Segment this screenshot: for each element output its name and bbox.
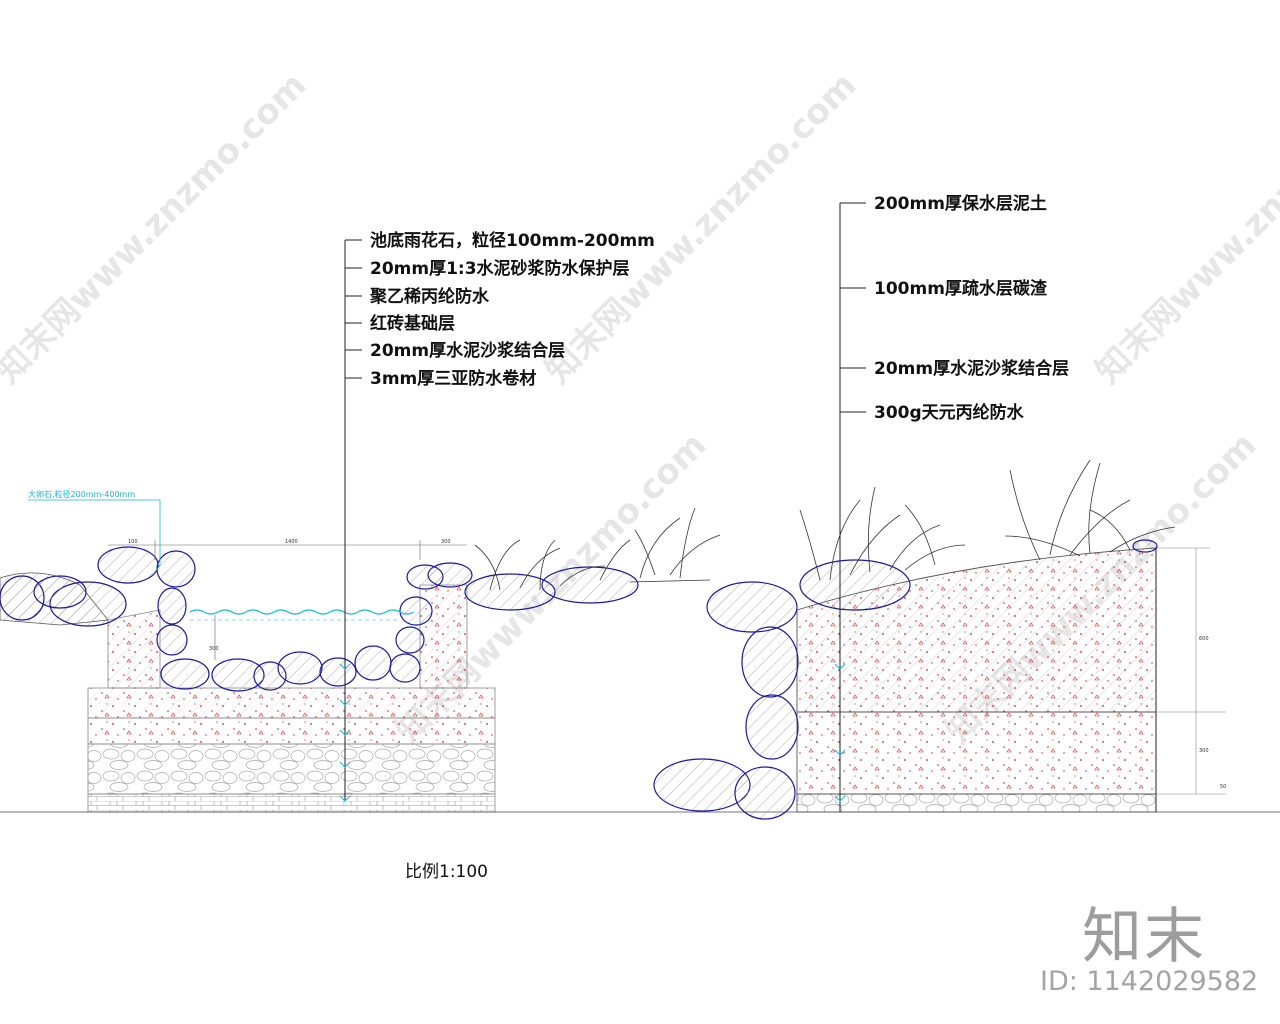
dim-text-2: 1400 [285,539,298,545]
watermark-text: 知末网www.znzmo.com [1088,65,1280,391]
water-surface [189,609,415,615]
left-callout-5: 20mm厚水泥沙浆结合层 [370,340,565,361]
right-callout-3: 20mm厚水泥沙浆结合层 [874,358,1069,379]
right-callout-1: 200mm厚保水层泥土 [874,193,1047,214]
right-dim-2: 300 [1199,748,1209,754]
plants-right [799,459,1176,581]
watermark-text: 知末网www.znzmo.com [538,65,864,391]
left-callout-6: 3mm厚三亚防水卷材 [370,368,536,389]
rammed-earth-layer [87,793,496,813]
right-dim-1: 600 [1199,636,1209,642]
brand-id: ID: 1142029582 [1040,966,1259,997]
brand-logo-text: 知末 [1082,902,1206,972]
watermark-text: 知末网www.znzmo.com [0,65,314,391]
right-callout-2: 100mm厚疏水层碳渣 [874,278,1048,299]
dim-text-1: 100 [128,539,138,545]
stone-note: 大卵石,粒径200mm-400mm [28,489,135,499]
depth-dim-text: 300 [209,646,219,652]
right-dim-3: 50 [1220,784,1226,790]
plants-left [474,507,721,591]
left-callout-3: 聚乙稀丙纶防水 [369,286,490,307]
left-pond-section: 100 1400 300 300 大卵石,粒径200mm-400mm 池底雨花石… [0,230,721,813]
left-dimension [108,540,467,560]
right-planter-section: 600 300 50 20 [653,193,1226,820]
gravel-layer [87,743,496,795]
boulders-left [0,546,639,692]
brick-base-layer [87,717,496,745]
dim-text-3: 300 [441,539,451,545]
boulders-right [653,539,1158,820]
left-callout-4: 红砖基础层 [370,313,455,334]
right-callout-4: 300g天元丙纶防水 [874,402,1025,423]
left-callout-1: 池底雨花石，粒径100mm-200mm [370,230,655,251]
drain-layer [796,711,1157,795]
left-callout-2: 20mm厚1:3水泥砂浆防水保护层 [370,258,630,279]
scale-label: 比例1:100 [405,862,488,882]
